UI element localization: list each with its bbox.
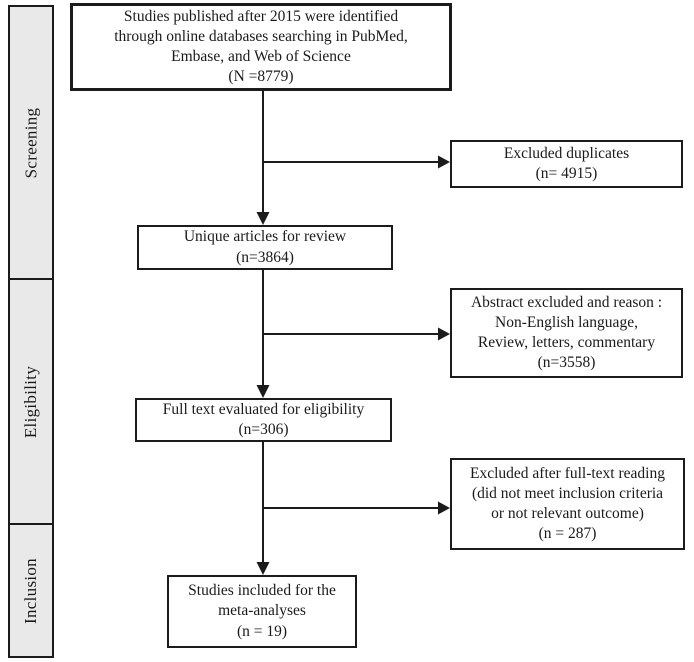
box-excluded-full-text: Excluded after full-text reading (did no… <box>450 458 685 550</box>
stage-label-inclusion: Inclusion <box>21 557 40 624</box>
stage-screening: Screening <box>8 5 54 280</box>
box-included-meta-analyses: Studies included for the meta-analyses (… <box>167 575 357 648</box>
arrow-to-abstract-excluded <box>263 327 450 341</box>
arrow-identification-to-unique <box>256 91 270 225</box>
arrow-to-excluded-duplicates <box>263 155 450 169</box>
box-abstract-excluded: Abstract excluded and reason : Non-Engli… <box>450 288 683 378</box>
arrow-unique-to-fulltext <box>256 270 270 398</box>
arrow-fulltext-to-included <box>256 442 270 575</box>
box-identification: Studies published after 2015 were identi… <box>70 3 452 91</box>
stage-label-screening: Screening <box>21 107 40 178</box>
stage-inclusion: Inclusion <box>8 523 54 658</box>
box-full-text-eligibility: Full text evaluated for eligibility (n=3… <box>135 398 392 442</box>
arrow-to-excluded-fulltext <box>263 501 450 515</box>
box-excluded-duplicates: Excluded duplicates (n= 4915) <box>450 140 683 188</box>
box-unique-articles: Unique articles for review (n=3864) <box>137 225 393 270</box>
stage-eligibility: Eligibility <box>8 278 54 525</box>
stage-label-eligibility: Eligibility <box>21 365 40 438</box>
